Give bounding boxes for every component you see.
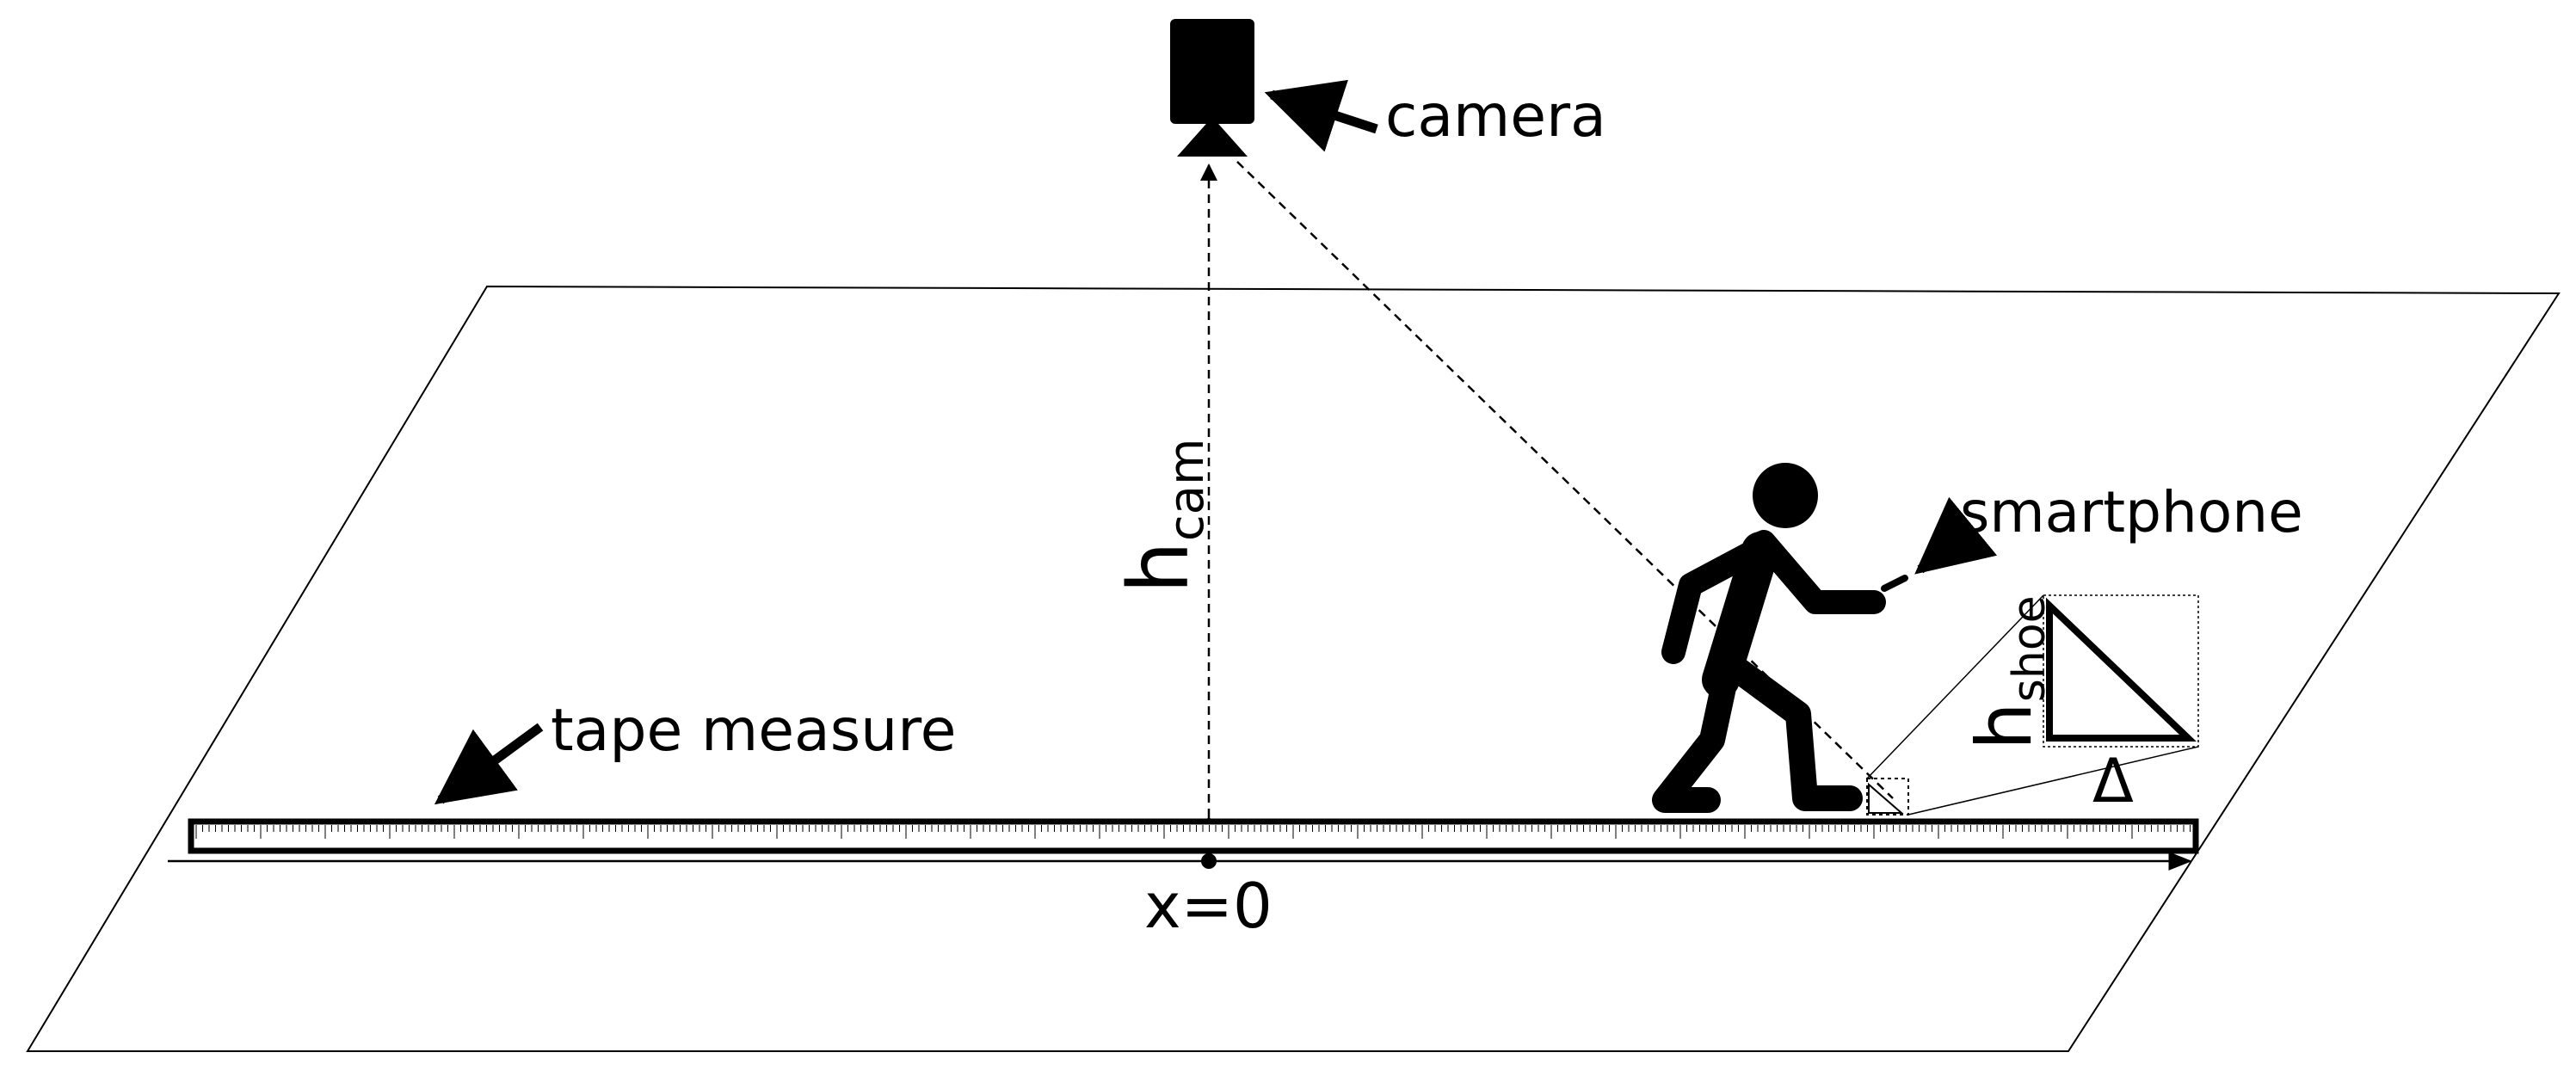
zoom-line-bottom [1907,746,2199,816]
svg-text:hshoe: hshoe [1960,595,2055,750]
svg-text:hcam: hcam [1111,439,1215,594]
hcam-subscript: cam [1159,439,1215,542]
tape-measure-label: tape measure [551,697,957,765]
smartphone-pointer-arrow [1914,496,1998,575]
camera-pointer-arrow [1264,79,1378,152]
hshoe-label: hshoe [1960,595,2055,750]
tape-measure-icon [188,818,2199,854]
tape-ticks [195,825,2191,839]
floor-plane [26,285,2561,1052]
origin-dot [1201,853,1217,869]
delta-label: Δ [2092,746,2134,816]
origin-label: x=0 [1144,870,1273,942]
tape-pointer-arrow [434,723,544,805]
hcam-label: hcam [1111,439,1215,594]
shoe-triangle [2046,597,2197,742]
zoom-line-top [1866,594,2044,779]
camera-icon [1170,19,1254,157]
camera-label: camera [1385,83,1606,151]
hcam-h: h [1111,541,1207,594]
walking-person-icon [1652,463,1886,813]
hshoe-subscript: shoe [2004,595,2055,702]
shoe-triangle-small [1868,782,1904,814]
hshoe-h: h [1960,702,2049,750]
smartphone-icon [1881,575,1908,592]
shoe-detail-box [1866,778,1909,816]
smartphone-label: smartphone [1960,479,2303,545]
zoom-box [2043,594,2199,748]
